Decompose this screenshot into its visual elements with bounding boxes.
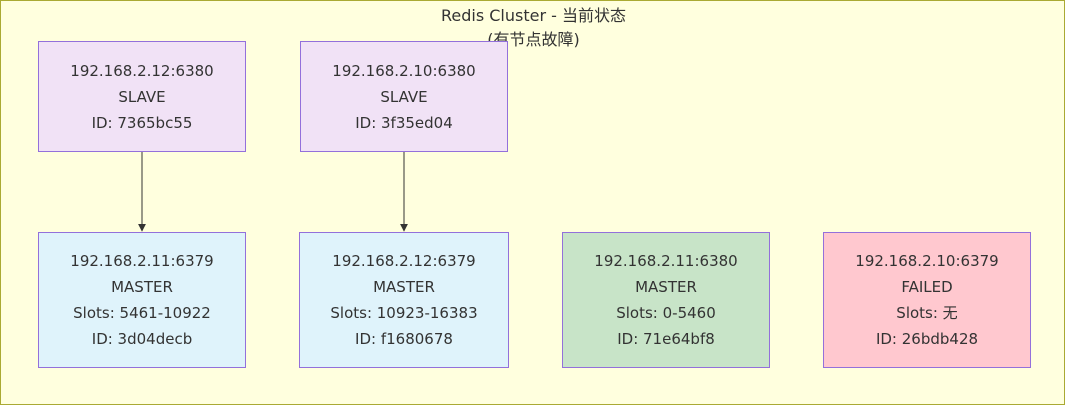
node-slots: Slots: 10923-16383 xyxy=(330,304,478,322)
node-role: FAILED xyxy=(901,278,953,296)
node-id: ID: 3d04decb xyxy=(91,330,193,348)
node-id: ID: f1680678 xyxy=(355,330,453,348)
node-role: MASTER xyxy=(111,278,173,296)
node-id: ID: 71e64bf8 xyxy=(617,330,715,348)
node-id: ID: 7365bc55 xyxy=(91,113,193,132)
diagram-title: Redis Cluster - 当前状态 (有节点故障) xyxy=(1,4,1065,52)
title-line-2: (有节点故障) xyxy=(487,30,580,49)
node-role: SLAVE xyxy=(380,87,428,106)
node-address: 192.168.2.12:6379 xyxy=(332,252,476,270)
node-address: 192.168.2.10:6379 xyxy=(855,252,999,270)
node-slots: Slots: 无 xyxy=(896,304,958,322)
node-address: 192.168.2.10:6380 xyxy=(332,61,476,80)
node-role: MASTER xyxy=(635,278,697,296)
node-address: 192.168.2.11:6379 xyxy=(70,252,214,270)
node-address: 192.168.2.11:6380 xyxy=(594,252,738,270)
title-line-1: Redis Cluster - 当前状态 xyxy=(440,6,626,25)
node-master-3d04decb[interactable]: 192.168.2.11:6379 MASTER Slots: 5461-109… xyxy=(38,232,246,368)
node-master-f1680678[interactable]: 192.168.2.12:6379 MASTER Slots: 10923-16… xyxy=(299,232,509,368)
node-master-71e64bf8[interactable]: 192.168.2.11:6380 MASTER Slots: 0-5460 I… xyxy=(562,232,770,368)
node-slave-7365bc55[interactable]: 192.168.2.12:6380 SLAVE ID: 7365bc55 xyxy=(38,41,246,152)
node-slots: Slots: 5461-10922 xyxy=(73,304,211,322)
node-slots: Slots: 0-5460 xyxy=(616,304,716,322)
node-slave-3f35ed04[interactable]: 192.168.2.10:6380 SLAVE ID: 3f35ed04 xyxy=(300,41,508,152)
node-address: 192.168.2.12:6380 xyxy=(70,61,214,80)
node-id: ID: 3f35ed04 xyxy=(355,113,453,132)
node-id: ID: 26bdb428 xyxy=(875,330,979,348)
node-role: SLAVE xyxy=(118,87,166,106)
node-role: MASTER xyxy=(373,278,435,296)
node-failed-26bdb428[interactable]: 192.168.2.10:6379 FAILED Slots: 无 ID: 26… xyxy=(823,232,1031,368)
